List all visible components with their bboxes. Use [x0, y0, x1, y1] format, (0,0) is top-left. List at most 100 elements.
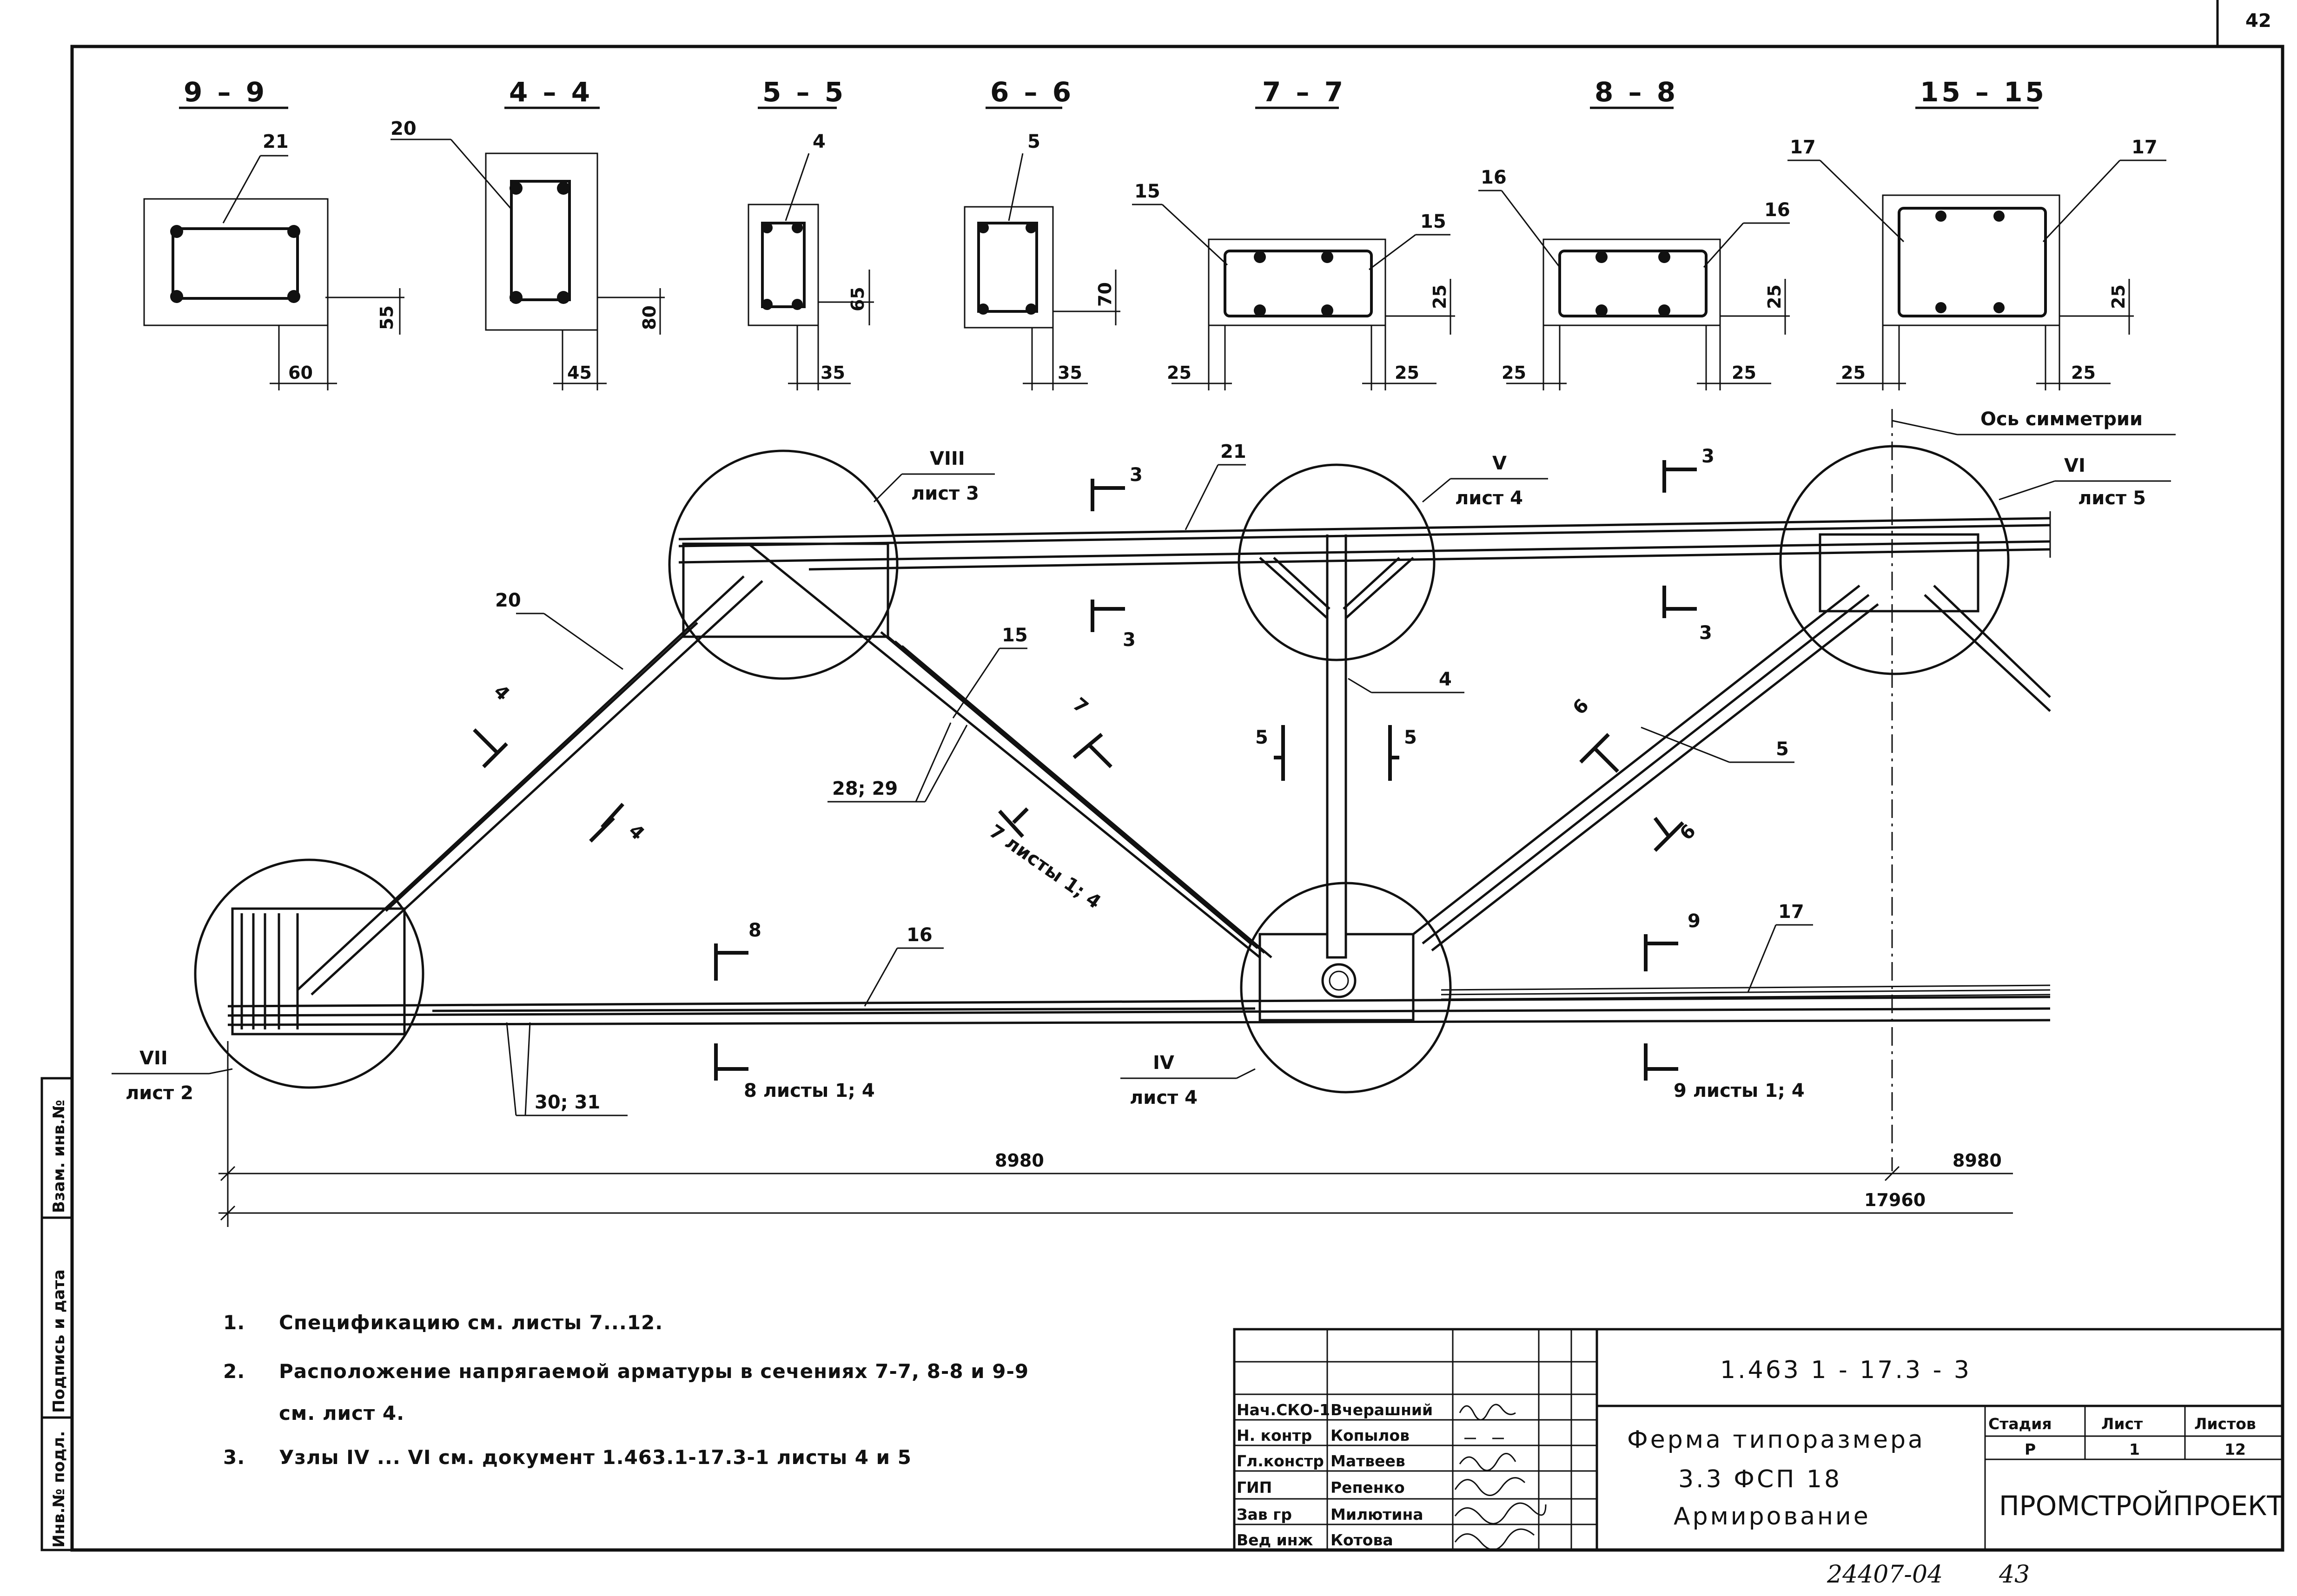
- svg-text:Репенко: Репенко: [1331, 1478, 1405, 1497]
- svg-text:лист 4: лист 4: [1455, 488, 1523, 509]
- svg-text:5: 5: [1404, 727, 1417, 748]
- section-7-7: 7 – 7 15 15 25 25 25: [1132, 76, 1455, 390]
- svg-text:7 – 7: 7 – 7: [1262, 76, 1346, 108]
- svg-text:35: 35: [821, 363, 845, 383]
- section-4-4: 4 – 4 20 80 45: [391, 76, 665, 390]
- section-15-15: 15 – 15 17 17 25 25 25: [1787, 76, 2166, 390]
- svg-text:8980: 8980: [1953, 1150, 2002, 1171]
- notes: 1. Спецификацию см. листы 7...12. 2. Рас…: [223, 1311, 1029, 1469]
- svg-text:17960: 17960: [1864, 1190, 1926, 1210]
- svg-text:VI: VI: [2064, 455, 2085, 476]
- section-8-8: 8 – 8 16 16 25 25 25: [1478, 76, 1790, 390]
- svg-text:12: 12: [2224, 1440, 2246, 1458]
- svg-text:17: 17: [1790, 137, 1816, 158]
- svg-text:Зав гр: Зав гр: [1237, 1505, 1292, 1523]
- svg-text:4: 4: [624, 820, 649, 844]
- stamp-vzam-inv: Взам. инв.№: [50, 1100, 68, 1213]
- svg-text:16: 16: [1764, 199, 1790, 221]
- svg-text:3.: 3.: [223, 1446, 245, 1469]
- doc-code: 1.463 1 - 17.3 - 3: [1720, 1356, 1972, 1384]
- svg-text:25: 25: [1502, 363, 1526, 383]
- svg-text:8980: 8980: [995, 1150, 1044, 1171]
- svg-text:25: 25: [1430, 284, 1450, 309]
- svg-text:5 – 5: 5 – 5: [762, 76, 846, 108]
- svg-text:9: 9: [1688, 910, 1701, 932]
- svg-text:Лист: Лист: [2101, 1415, 2143, 1433]
- svg-text:3: 3: [1701, 446, 1714, 467]
- svg-text:Гл.констр: Гл.констр: [1237, 1452, 1324, 1470]
- section-9-9: 9 – 9 21 55 60: [143, 76, 404, 390]
- svg-text:25: 25: [1841, 363, 1866, 383]
- svg-text:4 – 4: 4 – 4: [509, 76, 593, 108]
- svg-text:VIII: VIII: [930, 448, 965, 469]
- cut-9-sheets: 9 листы 1; 4: [1674, 1080, 1805, 1101]
- svg-text:лист 3: лист 3: [911, 483, 979, 504]
- svg-text:3: 3: [1130, 464, 1143, 486]
- svg-text:21: 21: [1220, 441, 1246, 462]
- svg-text:Расположение напрягаемой армат: Расположение напрягаемой арматуры в сече…: [279, 1360, 1029, 1383]
- svg-text:21: 21: [263, 131, 289, 152]
- svg-text:35: 35: [1058, 363, 1082, 383]
- svg-text:5: 5: [1776, 739, 1789, 760]
- svg-text:6 – 6: 6 – 6: [990, 76, 1074, 108]
- svg-text:лист 5: лист 5: [2078, 488, 2146, 509]
- svg-text:1.: 1.: [223, 1311, 245, 1334]
- svg-text:65: 65: [847, 287, 868, 311]
- svg-text:Милютина: Милютина: [1331, 1505, 1423, 1523]
- svg-text:25: 25: [1764, 284, 1785, 309]
- svg-text:1: 1: [2129, 1440, 2140, 1458]
- svg-text:4: 4: [813, 131, 826, 152]
- svg-text:25: 25: [2071, 363, 2096, 383]
- svg-text:15: 15: [1134, 181, 1160, 202]
- side-stamp: Инв.№ подл. Подпись и дата Взам. инв.№: [40, 1077, 73, 1551]
- svg-text:45: 45: [567, 363, 592, 383]
- svg-text:20: 20: [391, 118, 417, 139]
- svg-text:Узлы IV ... VI см. документ 1.: Узлы IV ... VI см. документ 1.463.1-17.3…: [279, 1446, 912, 1469]
- svg-text:Котова: Котова: [1331, 1531, 1393, 1549]
- stamp-inv-podl: Инв.№ подл.: [50, 1431, 68, 1548]
- svg-text:Вед инж: Вед инж: [1237, 1531, 1313, 1549]
- svg-text:17: 17: [2132, 137, 2158, 158]
- svg-text:Матвеев: Матвеев: [1331, 1452, 1405, 1470]
- svg-text:лист 2: лист 2: [126, 1082, 193, 1104]
- svg-text:Стадия: Стадия: [1988, 1415, 2052, 1433]
- svg-text:60: 60: [288, 363, 313, 383]
- svg-text:3.3 ФСП 18: 3.3 ФСП 18: [1678, 1465, 1842, 1493]
- svg-text:17: 17: [1778, 901, 1804, 923]
- svg-text:25: 25: [2108, 284, 2129, 309]
- organization: ПРОМСТРОЙПРОЕКТ: [1999, 1490, 2284, 1522]
- svg-text:Нач.СКО-1: Нач.СКО-1: [1237, 1401, 1330, 1419]
- svg-text:55: 55: [377, 305, 397, 330]
- svg-text:Вчерашний: Вчерашний: [1331, 1401, 1433, 1419]
- stamp-signature-date: Подпись и дата: [50, 1269, 68, 1413]
- svg-text:80: 80: [639, 305, 660, 330]
- svg-text:15 – 15: 15 – 15: [1920, 76, 2047, 108]
- svg-text:Листов: Листов: [2194, 1415, 2256, 1433]
- svg-text:6: 6: [1569, 695, 1593, 719]
- svg-text:20: 20: [495, 590, 521, 611]
- svg-text:Копылов: Копылов: [1331, 1426, 1410, 1444]
- svg-text:Ферма типоразмера: Ферма типоразмера: [1627, 1426, 1925, 1454]
- svg-text:V: V: [1492, 453, 1507, 474]
- svg-text:30; 31: 30; 31: [535, 1092, 600, 1113]
- sheet-corner-number: 42: [2245, 10, 2271, 32]
- truss-elevation: Ось симметрии: [112, 409, 2176, 1227]
- svg-text:9 – 9: 9 – 9: [184, 76, 267, 108]
- section-5-5: 5 – 5 4 65 35: [748, 76, 874, 390]
- svg-text:8: 8: [748, 920, 761, 941]
- page-number: 43: [1999, 1561, 2030, 1589]
- svg-text:8 – 8: 8 – 8: [1595, 76, 1678, 108]
- svg-text:25: 25: [1395, 363, 1419, 383]
- svg-text:4: 4: [1439, 669, 1452, 690]
- svg-text:5: 5: [1255, 727, 1268, 748]
- svg-text:2.: 2.: [223, 1360, 245, 1383]
- svg-text:25: 25: [1167, 363, 1192, 383]
- cut-8-sheets: 8 листы 1; 4: [744, 1080, 875, 1101]
- svg-text:Спецификацию см. листы 7...12.: Спецификацию см. листы 7...12.: [279, 1311, 663, 1334]
- svg-text:VII: VII: [139, 1048, 168, 1069]
- svg-text:16: 16: [907, 924, 933, 946]
- svg-text:5: 5: [1027, 131, 1040, 152]
- svg-text:3: 3: [1123, 629, 1136, 651]
- svg-text:Армирование: Армирование: [1674, 1503, 1871, 1530]
- axis-of-symmetry-label: Ось симметрии: [1980, 409, 2143, 430]
